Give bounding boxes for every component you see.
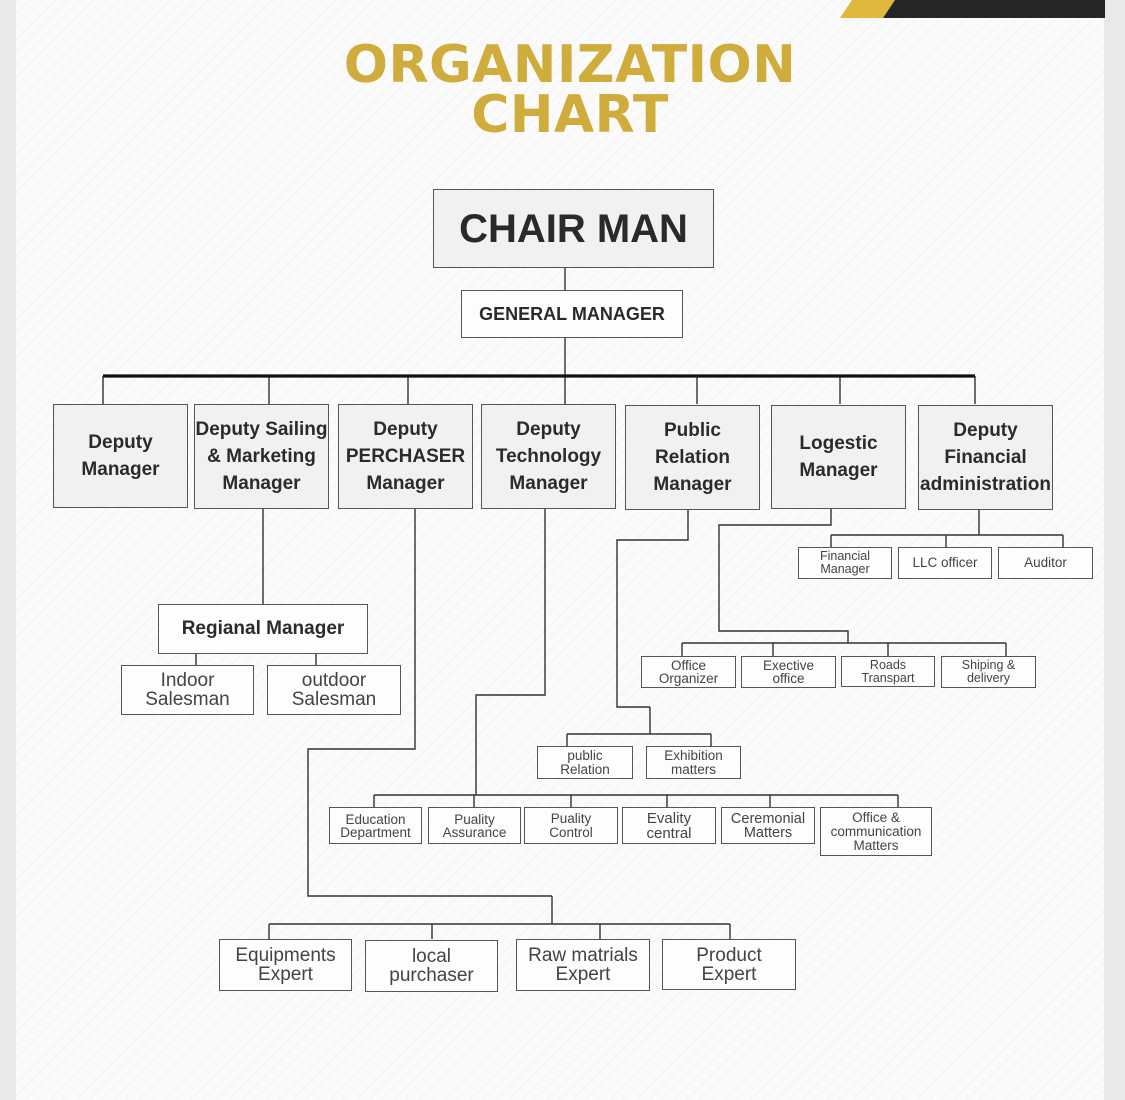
unit-label: Evality central — [646, 809, 692, 842]
tech-unit-ceremonial-matters: Ceremonial Matters — [721, 807, 815, 844]
connector-tech-units — [373, 509, 899, 807]
unit-label: Indoor Salesman — [145, 670, 230, 710]
general-manager-box: GENERAL MANAGER — [461, 290, 683, 338]
logistics-unit-executive-office: Exective office — [741, 656, 836, 688]
manager-box-public-relation: Public Relation Manager — [625, 405, 760, 510]
connector-pr-units — [566, 509, 712, 746]
corner-accent-band — [840, 0, 1105, 18]
logistics-unit-office-organizer: Office Organizer — [641, 656, 736, 688]
manager-box-financial: Deputy Financial administration — [918, 405, 1053, 510]
tech-unit-quality-assurance: Puality Assurance — [428, 807, 521, 844]
pr-unit-public-relation: public Relation — [537, 746, 633, 779]
manager-box-deputy: Deputy Manager — [53, 404, 188, 508]
unit-label: Ceremonial Matters — [730, 810, 806, 841]
unit-label: Puality Control — [549, 810, 593, 840]
unit-label: Education Department — [340, 811, 411, 840]
unit-label: LLC officer — [912, 555, 978, 570]
manager-label: Deputy PERCHASER Manager — [345, 419, 466, 494]
unit-label: outdoor Salesman — [291, 670, 377, 710]
unit-label: local purchaser — [389, 946, 474, 986]
regional-manager-box: Regianal Manager — [158, 604, 368, 654]
unit-label: Exective office — [762, 658, 815, 686]
title-line-1: ORGANIZATION — [343, 35, 797, 95]
chairman-box: CHAIR MAN — [433, 189, 714, 268]
tech-unit-evality-central: Evality central — [622, 807, 716, 844]
manager-label: Public Relation Manager — [653, 420, 732, 495]
unit-label: Equipments Expert — [235, 945, 336, 985]
outdoor-salesman-box: outdoor Salesman — [267, 665, 401, 715]
unit-label: Puality Assurance — [442, 811, 507, 840]
purchase-unit-raw-materials-expert: Raw matrials Expert — [516, 939, 650, 991]
corner-gold-stripe — [840, 0, 895, 18]
manager-box-purchaser: Deputy PERCHASER Manager — [338, 404, 473, 509]
unit-label: Auditor — [1024, 555, 1067, 570]
manager-box-sailing: Deputy Sailing & Marketing Manager — [194, 404, 329, 509]
logistics-unit-roads-transport: Roads Transpart — [841, 656, 935, 687]
unit-label: public Relation — [560, 747, 610, 777]
manager-label: Deputy Manager — [81, 432, 160, 480]
connector-purchase-units — [268, 509, 731, 939]
manager-label: Deputy Technology Manager — [495, 419, 602, 494]
unit-label: Financial Manager — [819, 549, 871, 576]
connector-bus-managers — [102, 376, 976, 404]
finance-unit-financial-manager: Financial Manager — [798, 547, 892, 579]
general-manager-label: GENERAL MANAGER — [479, 303, 665, 324]
unit-label: Office Organizer — [658, 658, 719, 686]
manager-label: Deputy Sailing & Marketing Manager — [195, 419, 328, 494]
unit-label: Roads Transpart — [861, 657, 915, 685]
logistics-unit-shipping-delivery: Shiping & delivery — [941, 656, 1036, 688]
purchase-unit-equipments-expert: Equipments Expert — [219, 939, 352, 991]
unit-label: Product Expert — [696, 944, 762, 985]
purchase-unit-product-expert: Product Expert — [662, 939, 796, 990]
corner-dark-stripe — [883, 0, 1105, 18]
unit-label: Exhibition matters — [664, 747, 723, 777]
connector-logistic-units — [681, 509, 1007, 656]
connector-finance-units — [830, 510, 1064, 547]
chairman-label: CHAIR MAN — [459, 206, 688, 251]
title-line-2: CHART — [471, 85, 669, 145]
pr-unit-exhibition-matters: Exhibition matters — [646, 746, 741, 779]
tech-unit-education-department: Education Department — [329, 807, 422, 844]
unit-label: Office & communication Matters — [830, 809, 922, 853]
manager-box-technology: Deputy Technology Manager — [481, 404, 616, 509]
purchase-unit-local-purchaser: local purchaser — [365, 940, 498, 992]
finance-unit-llc-officer: LLC officer — [898, 547, 992, 579]
tech-unit-office-communication-matters: Office & communication Matters — [820, 807, 932, 856]
finance-unit-auditor: Auditor — [998, 547, 1093, 579]
tech-unit-quality-control: Puality Control — [524, 807, 618, 844]
chart-title: ORGANIZATION CHART — [270, 35, 870, 145]
regional-manager-label: Regianal Manager — [181, 618, 345, 640]
unit-label: Shiping & delivery — [961, 658, 1016, 685]
indoor-salesman-box: Indoor Salesman — [121, 665, 254, 715]
manager-box-logistic: Logestic Manager — [771, 405, 906, 509]
unit-label: Raw matrials Expert — [528, 945, 638, 985]
connector-regional-sales — [195, 654, 317, 665]
manager-label: Logestic Manager — [799, 433, 878, 481]
manager-label: Deputy Financial administration — [920, 420, 1051, 495]
